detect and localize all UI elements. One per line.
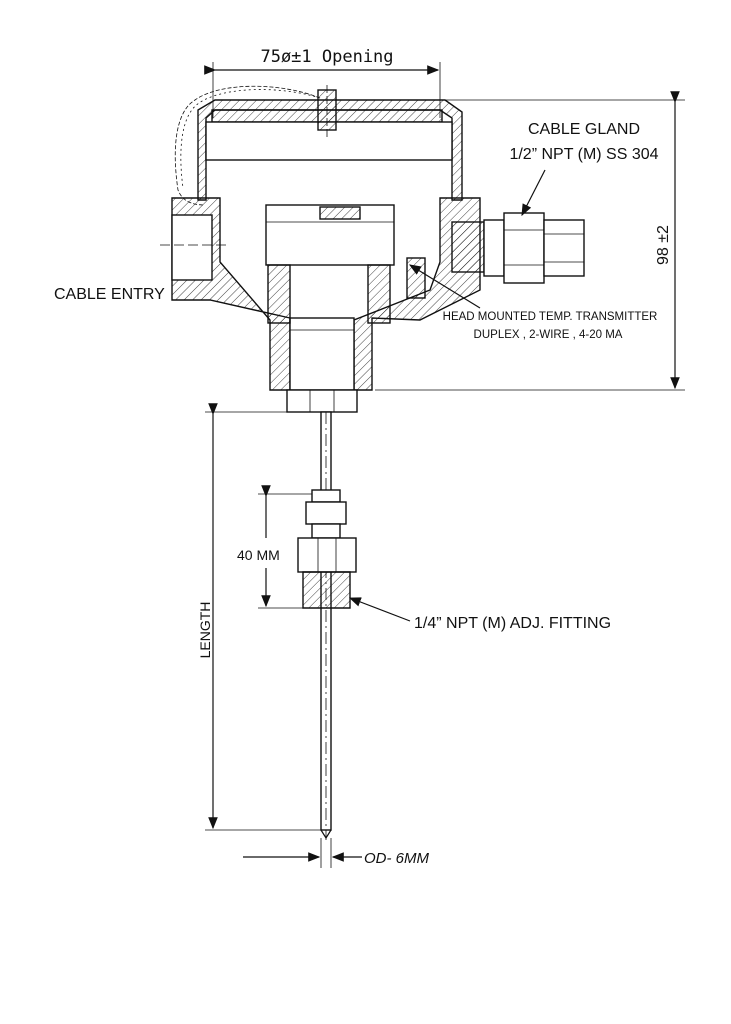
fitting-label: 1/4” NPT (M) ADJ. FITTING bbox=[414, 615, 611, 632]
cable-gland-label-line2: 1/2” NPT (M) SS 304 bbox=[509, 146, 658, 163]
housing-body bbox=[160, 197, 481, 413]
probe-sheath bbox=[320, 411, 332, 840]
fitting-dimension bbox=[258, 485, 312, 609]
length-label: LENGTH bbox=[197, 602, 213, 659]
cable-gland-label-line1: CABLE GLAND bbox=[528, 121, 640, 138]
housing-cover bbox=[197, 85, 463, 201]
adjustable-fitting bbox=[297, 489, 357, 609]
height-dimension-label: 98 ±2 bbox=[655, 225, 672, 265]
head-transmitter bbox=[265, 204, 426, 324]
height-dimension bbox=[350, 91, 685, 391]
transmitter-label-line1: HEAD MOUNTED TEMP. TRANSMITTER bbox=[443, 311, 658, 323]
length-dimension bbox=[205, 403, 321, 831]
od-label: OD- 6MM bbox=[364, 850, 430, 867]
transmitter-label-line2: DUPLEX , 2-WIRE , 4-20 MA bbox=[474, 329, 623, 341]
cable-gland bbox=[451, 212, 585, 284]
cable-entry-label: CABLE ENTRY bbox=[54, 286, 165, 303]
fitting-length-label: 40 MM bbox=[237, 547, 280, 563]
leader-lines bbox=[348, 169, 546, 622]
od-dimension bbox=[243, 838, 362, 868]
opening-label: 75ø±1 Opening bbox=[260, 47, 393, 67]
